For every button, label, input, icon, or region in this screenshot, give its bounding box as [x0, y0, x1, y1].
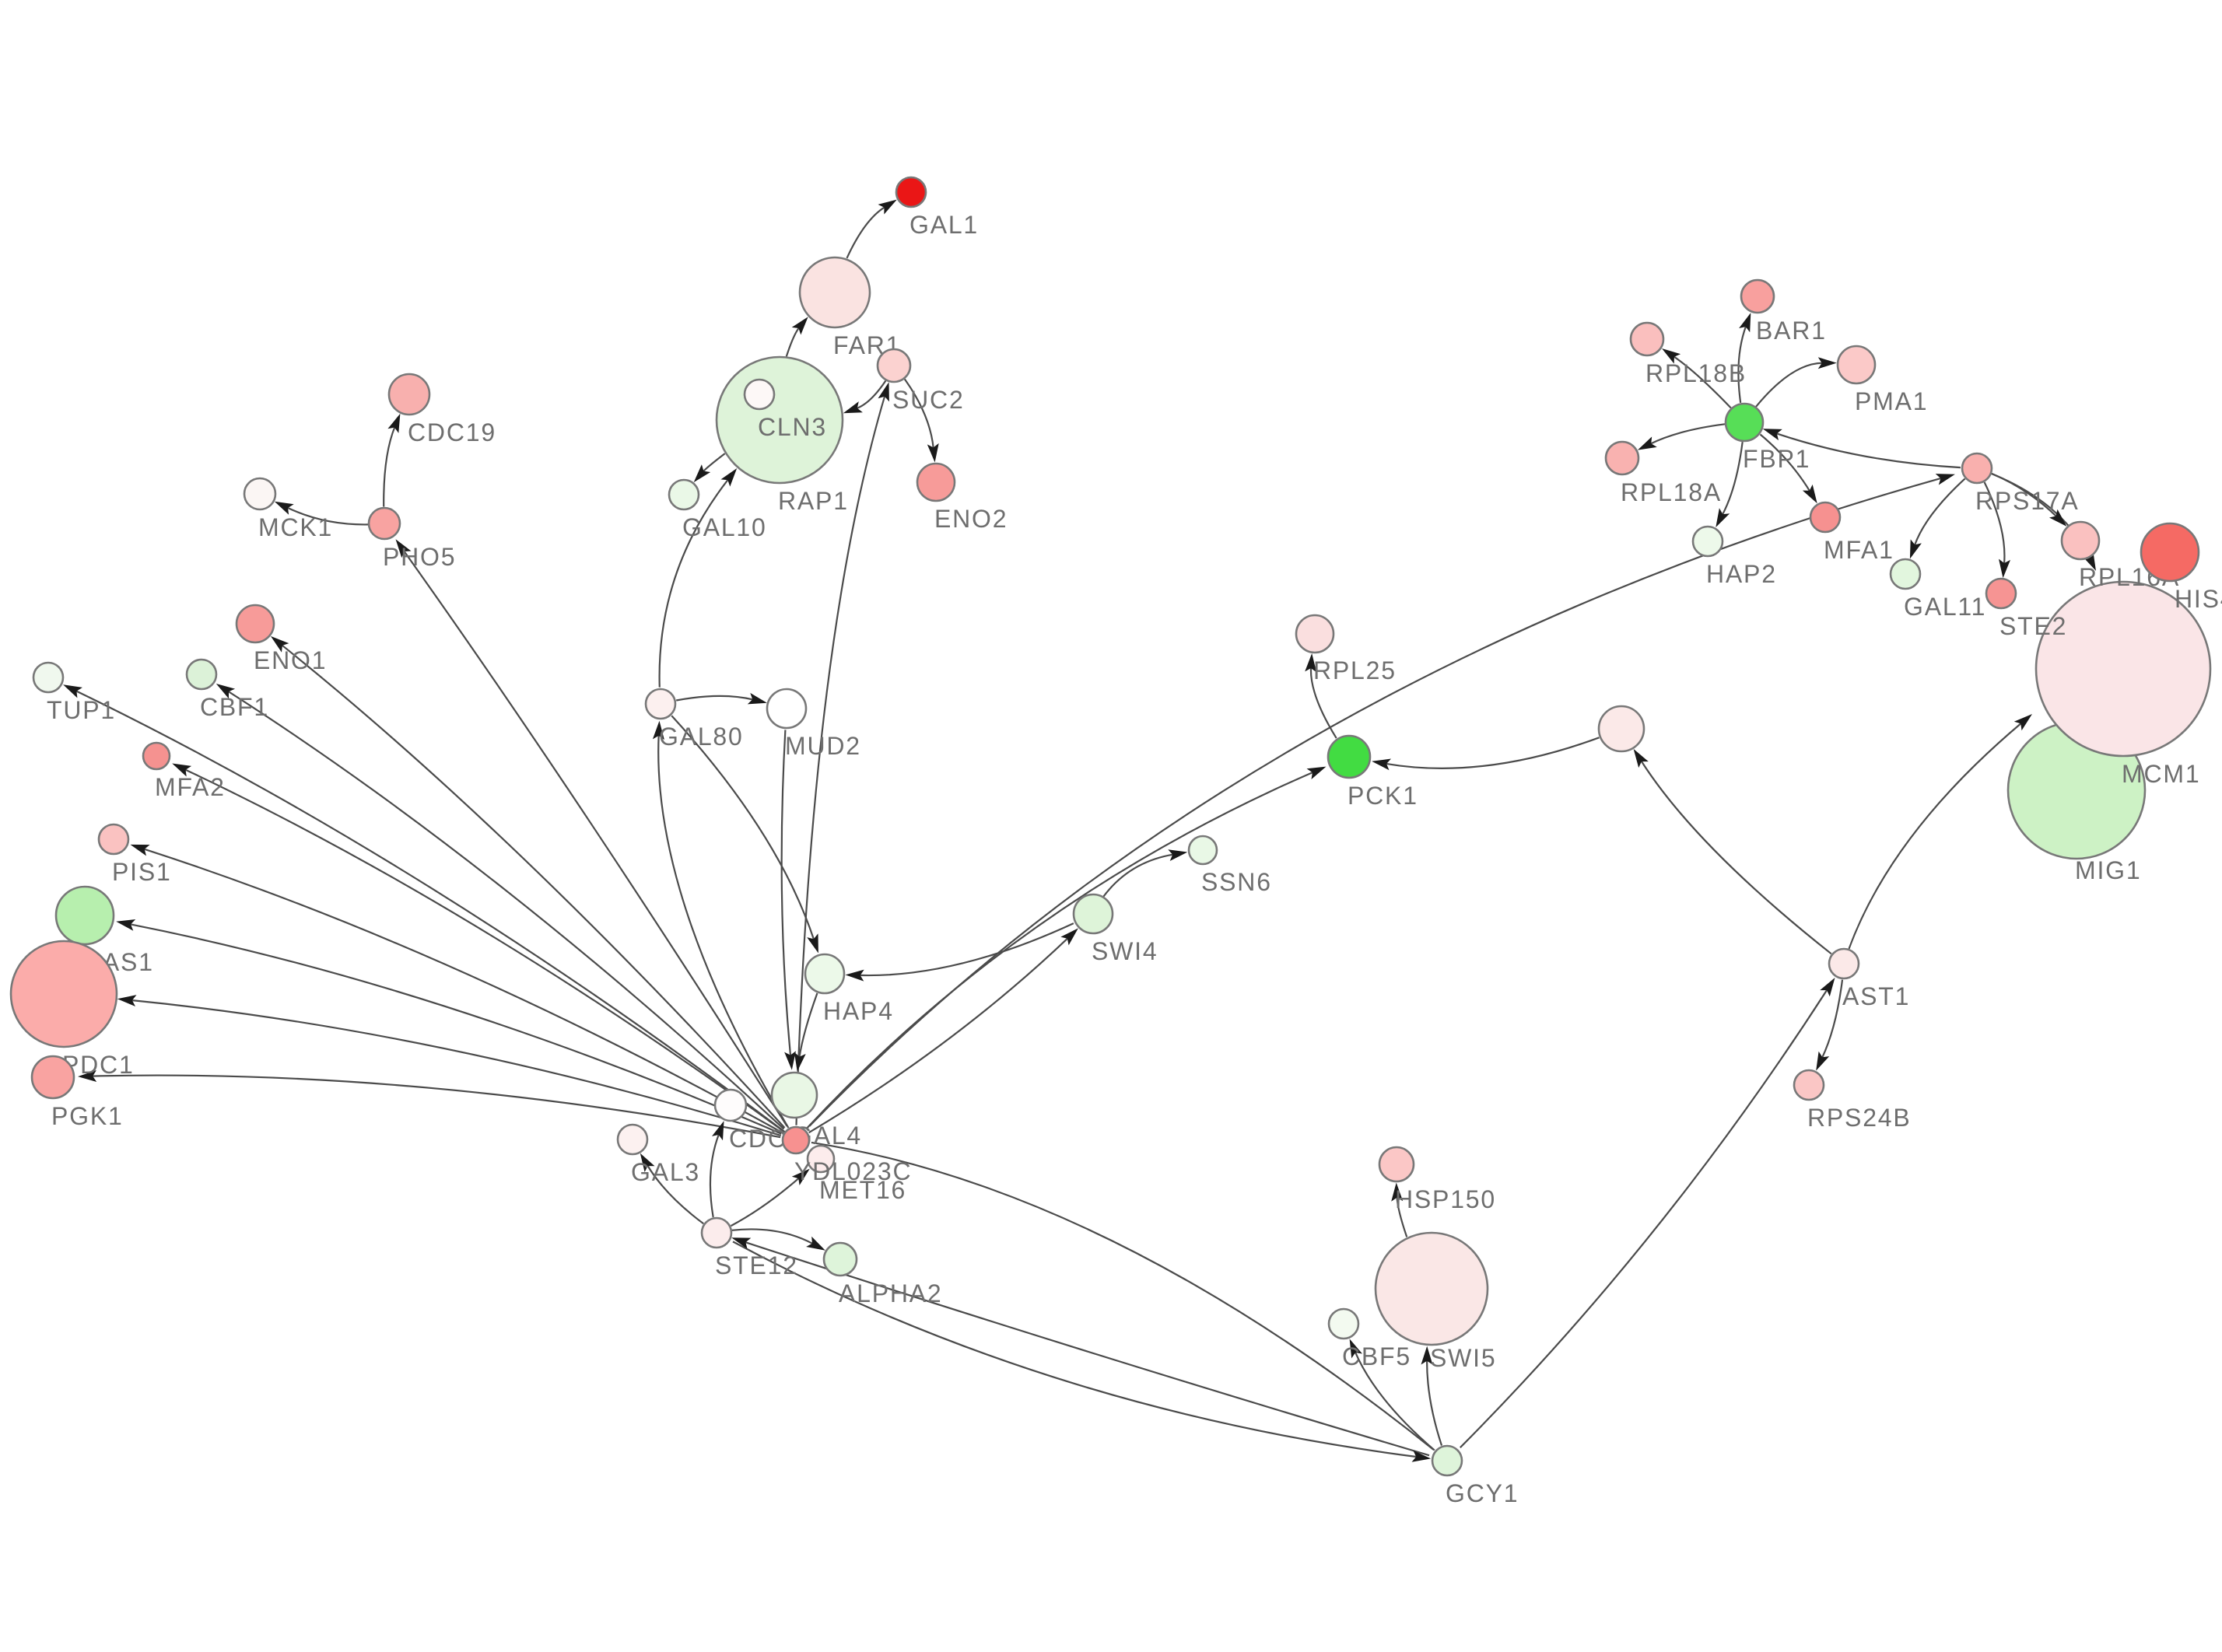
- svg-text:SSN6: SSN6: [1201, 868, 1272, 896]
- svg-text:STE2: STE2: [1999, 612, 2067, 640]
- svg-text:RPS17A: RPS17A: [1975, 487, 2080, 515]
- svg-text:SWI4: SWI4: [1092, 937, 1158, 965]
- svg-text:MCK1: MCK1: [258, 513, 333, 541]
- svg-text:GAL80: GAL80: [659, 723, 744, 751]
- svg-text:BAR1: BAR1: [1756, 317, 1827, 345]
- svg-text:CDC19: CDC19: [408, 418, 496, 446]
- svg-text:SWI5: SWI5: [1430, 1344, 1496, 1372]
- svg-text:GAL11: GAL11: [1904, 593, 1986, 621]
- svg-text:MET16: MET16: [819, 1176, 906, 1204]
- svg-text:CBF5: CBF5: [1342, 1342, 1411, 1370]
- svg-text:RAP1: RAP1: [778, 487, 849, 515]
- svg-text:AST1: AST1: [1842, 982, 1910, 1010]
- svg-text:PHO5: PHO5: [383, 543, 456, 571]
- svg-text:CLN3: CLN3: [758, 413, 827, 441]
- svg-text:TUP1: TUP1: [47, 696, 116, 724]
- svg-text:GAL10: GAL10: [682, 513, 767, 541]
- svg-text:YDL023C: YDL023C: [794, 1157, 912, 1185]
- svg-text:HAP4: HAP4: [823, 997, 894, 1025]
- svg-text:PIS1: PIS1: [112, 858, 172, 886]
- svg-text:ALPHA2: ALPHA2: [839, 1279, 943, 1307]
- svg-text:GAL3: GAL3: [631, 1158, 700, 1186]
- svg-text:MFA1: MFA1: [1824, 536, 1894, 564]
- svg-text:MUD2: MUD2: [785, 732, 861, 760]
- svg-text:RPL18A: RPL18A: [1621, 478, 1722, 506]
- svg-text:ENO2: ENO2: [934, 505, 1008, 533]
- svg-text:ENO1: ENO1: [254, 646, 327, 674]
- svg-text:GCY1: GCY1: [1446, 1479, 1519, 1507]
- svg-text:HSP150: HSP150: [1395, 1185, 1496, 1213]
- svg-text:RPL25: RPL25: [1313, 656, 1397, 684]
- svg-text:PMA1: PMA1: [1855, 387, 1928, 415]
- svg-text:MIG1: MIG1: [2075, 856, 2141, 884]
- svg-text:RPL18B: RPL18B: [1645, 359, 1747, 387]
- svg-text:FBP1: FBP1: [1743, 445, 1810, 473]
- svg-text:CBF1: CBF1: [200, 693, 269, 721]
- svg-text:MFA2: MFA2: [155, 773, 226, 801]
- svg-text:PCK1: PCK1: [1348, 782, 1418, 810]
- svg-text:STE12: STE12: [715, 1251, 798, 1279]
- svg-text:HAP2: HAP2: [1706, 560, 1777, 588]
- svg-text:SUC2: SUC2: [892, 386, 965, 414]
- svg-text:HIS4: HIS4: [2175, 585, 2222, 613]
- svg-text:RPS24B: RPS24B: [1807, 1104, 1912, 1132]
- svg-text:PGK1: PGK1: [51, 1102, 124, 1130]
- svg-text:MCM1: MCM1: [2122, 760, 2200, 788]
- svg-text:GAL1: GAL1: [909, 211, 979, 239]
